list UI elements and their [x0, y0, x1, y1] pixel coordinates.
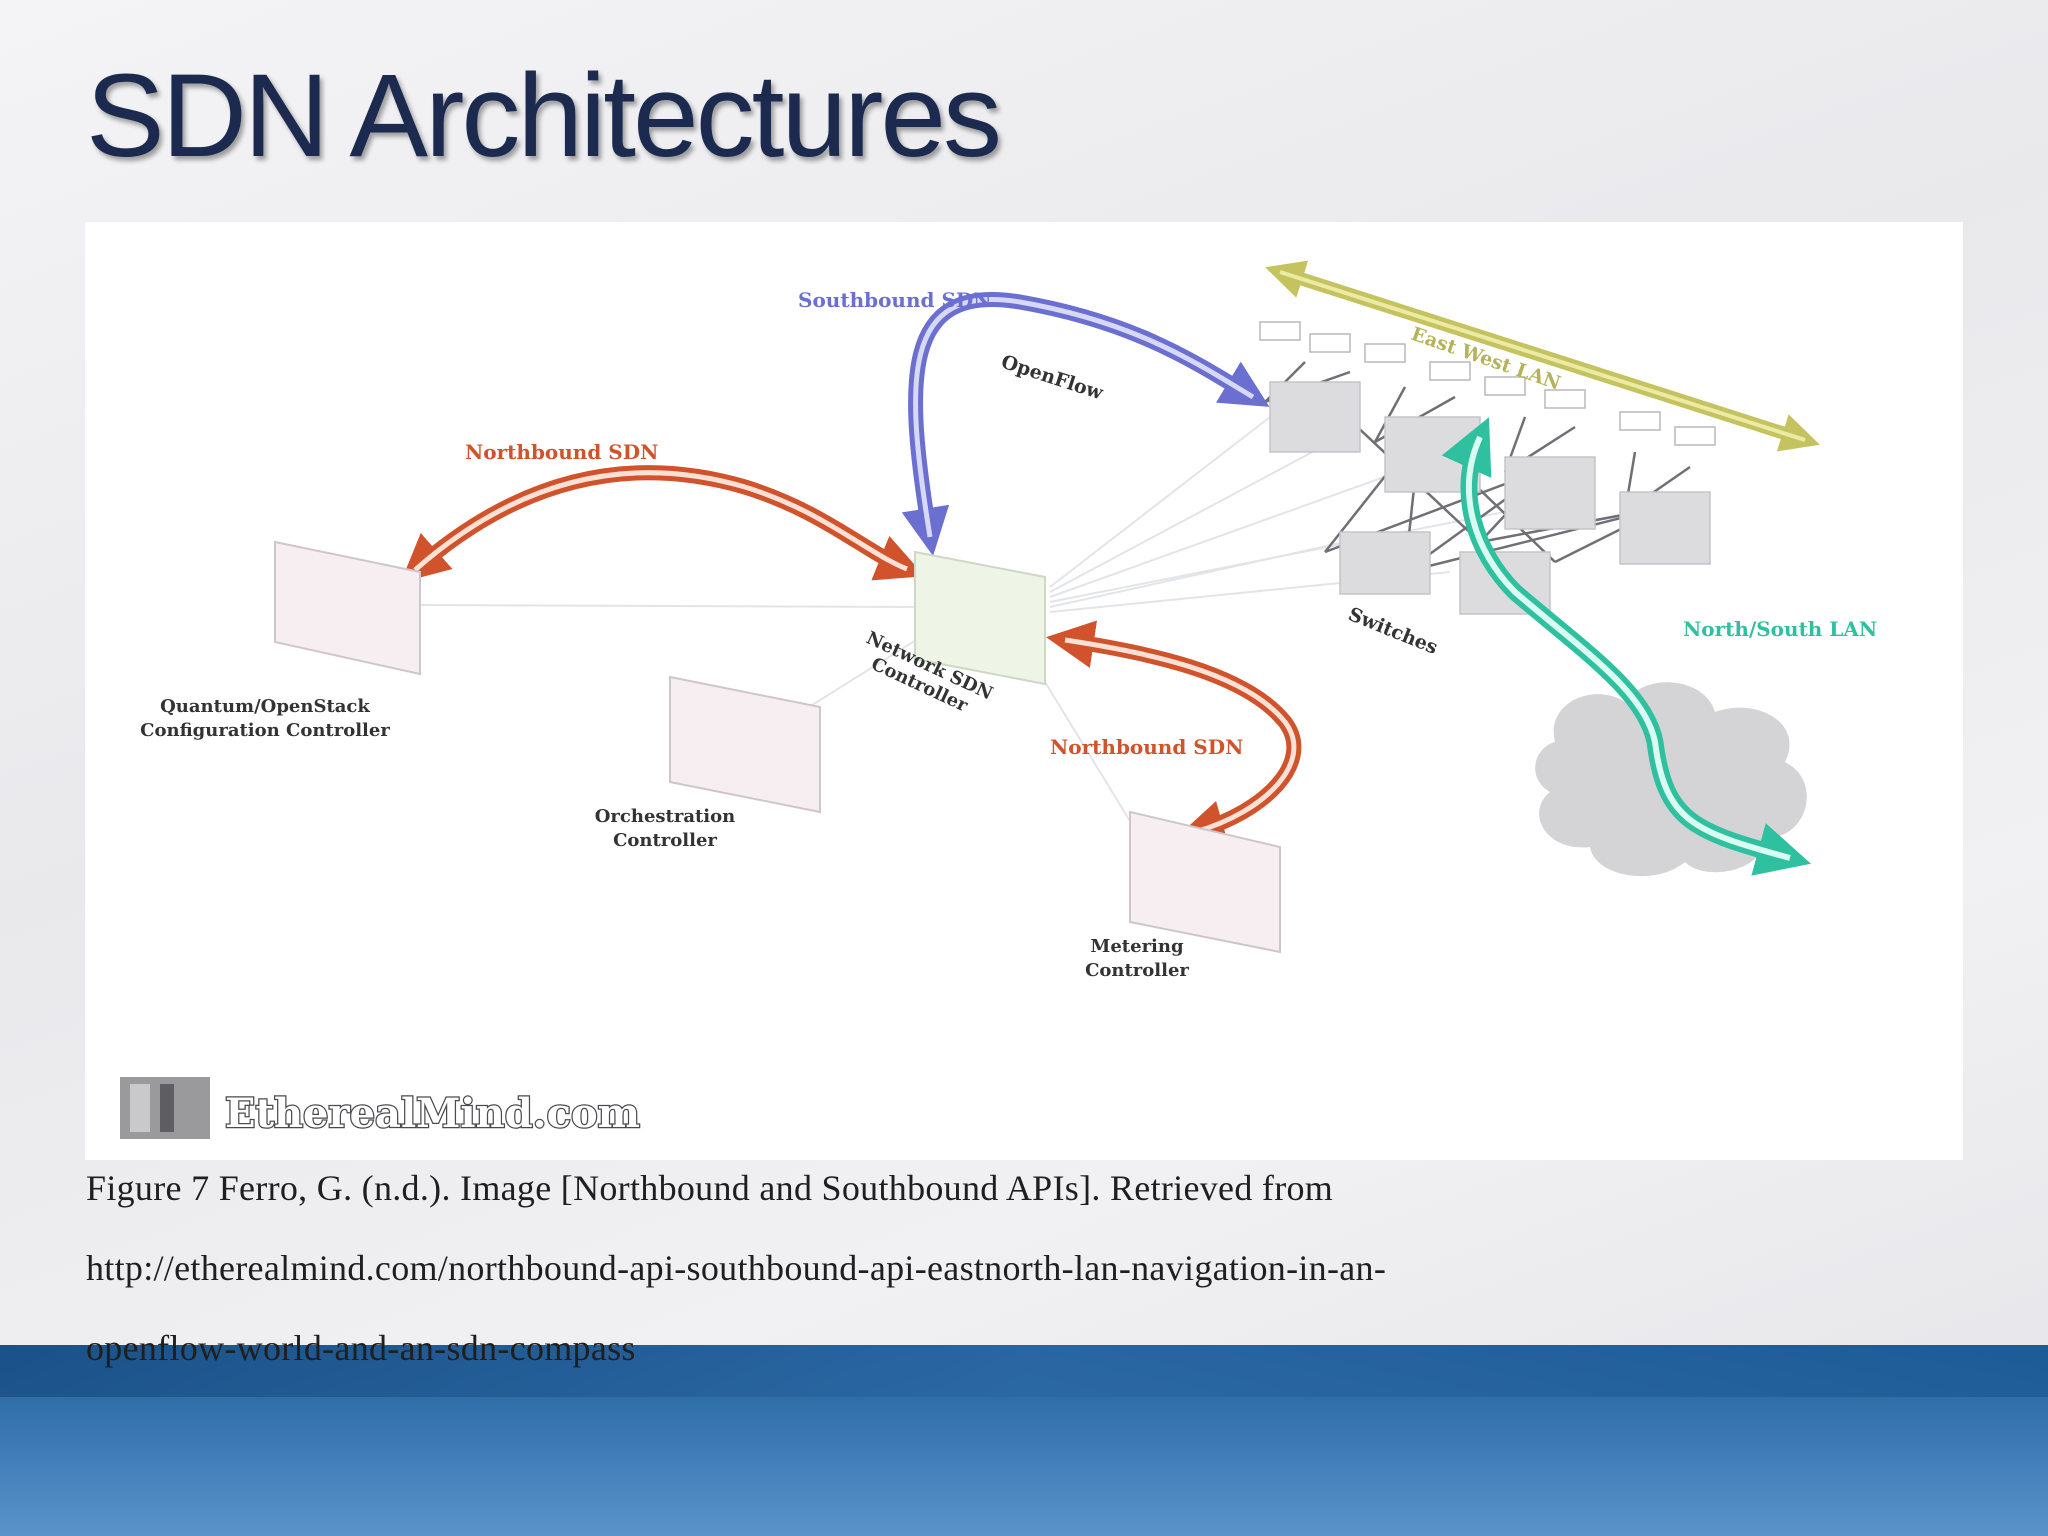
- orchestration-label-2: Controller: [613, 830, 717, 851]
- north-south-arrow: [1441, 417, 1811, 876]
- metering-controller-panel: [1129, 810, 1281, 954]
- northbound-arrow-bottom: [1046, 620, 1302, 848]
- quantum-controller-panel: [274, 540, 421, 676]
- north-south-label: North/South LAN: [1683, 617, 1877, 641]
- metering-label-2: Controller: [1085, 960, 1189, 981]
- slide-title: SDN Architectures: [86, 50, 1002, 182]
- sdn-diagram-figure: Southbound SDN OpenFlow East West LAN No…: [85, 222, 1963, 1160]
- etherealmind-watermark: EtherealMind.com: [225, 1090, 640, 1137]
- orchestration-controller-panel: [669, 675, 821, 814]
- quantum-label-1: Quantum/OpenStack: [160, 696, 370, 717]
- sdn-diagram: Southbound SDN OpenFlow East West LAN No…: [120, 260, 1877, 1139]
- northbound-bottom-label: Northbound SDN: [1050, 735, 1243, 759]
- quantum-label-2: Configuration Controller: [140, 720, 390, 741]
- southbound-arrow: [901, 292, 1270, 556]
- metering-label-1: Metering: [1090, 936, 1184, 957]
- footer-stripe: [0, 1345, 2048, 1397]
- northbound-arrow-top: [400, 465, 925, 583]
- caption-line-2: http://etherealmind.com/northbound-api-s…: [86, 1248, 1387, 1288]
- northbound-top-label: Northbound SDN: [465, 440, 658, 464]
- slide-footer-band: [0, 1345, 2048, 1536]
- southbound-label: Southbound SDN: [798, 288, 992, 312]
- etherealmind-logo: EtherealMind.com: [120, 1077, 641, 1139]
- switches-label: Switches: [1345, 603, 1441, 659]
- openflow-label: OpenFlow: [998, 351, 1106, 405]
- network-sdn-controller-panel: [914, 550, 1046, 686]
- controller-panels: [274, 540, 1281, 954]
- figure-caption: Figure 7 Ferro, G. (n.d.). Image [Northb…: [86, 1148, 1986, 1388]
- caption-line-1: Figure 7 Ferro, G. (n.d.). Image [Northb…: [86, 1168, 1334, 1208]
- caption-line-3: openflow-world-and-an-sdn-compass: [86, 1328, 636, 1368]
- orchestration-label-1: Orchestration: [595, 806, 736, 827]
